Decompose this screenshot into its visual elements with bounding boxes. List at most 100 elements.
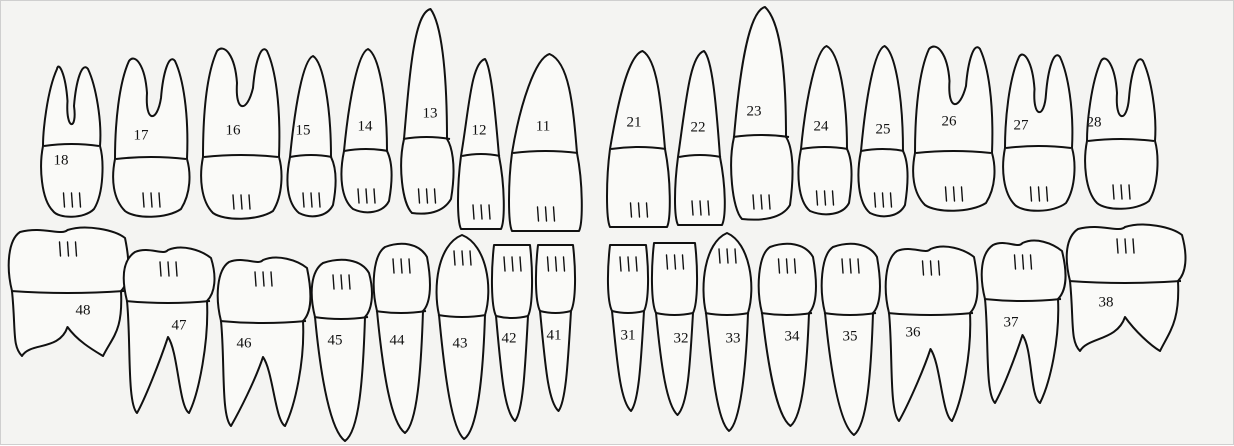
- tooth-37-ridge-1: [1023, 255, 1024, 269]
- tooth-32-ridge-1: [675, 255, 676, 269]
- tooth-46: 46: [218, 258, 311, 426]
- tooth-11-outline: [509, 54, 582, 231]
- tooth-18-number: 18: [54, 152, 69, 168]
- tooth-35-ridge-0: [842, 259, 843, 273]
- tooth-15-ridge-2: [319, 193, 320, 207]
- tooth-14-number: 14: [358, 118, 374, 134]
- tooth-23-ridge-0: [753, 195, 754, 209]
- tooth-38: 38: [1067, 225, 1186, 351]
- tooth-21-number: 21: [627, 114, 642, 130]
- tooth-17-ridge-0: [143, 193, 144, 207]
- tooth-47: 47: [124, 248, 215, 413]
- tooth-14-ridge-1: [366, 189, 367, 203]
- tooth-45-ridge-2: [349, 275, 350, 289]
- tooth-33-ridge-2: [735, 249, 736, 263]
- tooth-24-ridge-2: [833, 191, 834, 205]
- tooth-48-ridge-2: [76, 242, 77, 256]
- tooth-36-number: 36: [906, 324, 922, 340]
- tooth-34-ridge-2: [795, 259, 796, 273]
- tooth-44-number: 44: [390, 332, 406, 348]
- tooth-38-ridge-1: [1125, 239, 1126, 253]
- tooth-24-ridge-0: [817, 191, 818, 205]
- tooth-26-ridge-0: [946, 187, 947, 201]
- tooth-14-ridge-2: [374, 189, 375, 203]
- tooth-42-ridge-0: [504, 257, 505, 271]
- tooth-12-ridge-0: [473, 205, 474, 219]
- tooth-41-ridge-1: [556, 257, 557, 271]
- tooth-34-ridge-0: [779, 259, 780, 273]
- tooth-12-outline: [458, 59, 504, 229]
- tooth-22-outline: [675, 51, 725, 225]
- tooth-16-ridge-1: [241, 195, 242, 209]
- tooth-33-ridge-1: [727, 249, 728, 263]
- tooth-46-ridge-2: [271, 272, 272, 286]
- tooth-34: 34: [759, 244, 816, 426]
- tooth-45: 45: [312, 260, 372, 441]
- tooth-34-ridge-1: [787, 259, 788, 273]
- tooth-33-ridge-0: [719, 249, 720, 263]
- tooth-23-ridge-2: [769, 195, 770, 209]
- tooth-46-number: 46: [237, 335, 253, 351]
- tooth-22-ridge-2: [708, 201, 709, 215]
- tooth-33-number: 33: [726, 330, 741, 346]
- tooth-32-ridge-0: [667, 255, 668, 269]
- tooth-16-ridge-0: [233, 195, 234, 209]
- tooth-34-number: 34: [785, 328, 801, 344]
- tooth-48-ridge-0: [60, 242, 61, 256]
- tooth-16-ridge-2: [249, 195, 250, 209]
- tooth-37-ridge-0: [1015, 255, 1016, 269]
- tooth-18: 18: [41, 67, 102, 217]
- tooth-17-ridge-1: [151, 193, 152, 207]
- tooth-43-ridge-2: [470, 251, 471, 265]
- tooth-13-number: 13: [423, 105, 438, 121]
- tooth-21-ridge-1: [639, 203, 640, 217]
- tooth-27-ridge-2: [1047, 187, 1048, 201]
- tooth-32-ridge-2: [683, 255, 684, 269]
- tooth-43-ridge-0: [454, 251, 455, 265]
- tooth-23-number: 23: [747, 103, 762, 119]
- tooth-45-ridge-1: [341, 275, 342, 289]
- tooth-42-number: 42: [502, 330, 517, 346]
- tooth-46-ridge-1: [263, 272, 264, 286]
- tooth-23-outline: [731, 7, 792, 220]
- tooth-12-ridge-2: [489, 205, 490, 219]
- tooth-35-ridge-1: [850, 259, 851, 273]
- tooth-36-ridge-0: [923, 261, 924, 275]
- tooth-18-ridge-2: [80, 193, 81, 207]
- tooth-18-ridge-0: [64, 193, 65, 207]
- tooth-31: 31: [608, 245, 648, 411]
- tooth-46-ridge-0: [255, 272, 256, 286]
- tooth-35-ridge-2: [858, 259, 859, 273]
- tooth-22-ridge-1: [700, 201, 701, 215]
- tooth-41-number: 41: [547, 327, 562, 343]
- tooth-11-ridge-2: [554, 207, 555, 221]
- tooth-25-ridge-2: [891, 193, 892, 207]
- tooth-31-ridge-2: [636, 257, 637, 271]
- tooth-48-ridge-1: [68, 242, 69, 256]
- tooth-45-number: 45: [328, 332, 343, 348]
- tooth-42-ridge-1: [512, 257, 513, 271]
- tooth-42-ridge-2: [520, 257, 521, 271]
- tooth-43-number: 43: [453, 335, 468, 351]
- tooth-11-ridge-0: [538, 207, 539, 221]
- tooth-38-ridge-2: [1133, 239, 1134, 253]
- tooth-17: 17: [113, 59, 189, 217]
- tooth-26-number: 26: [942, 113, 958, 129]
- tooth-21-ridge-2: [647, 203, 648, 217]
- tooth-28-number: 28: [1087, 114, 1102, 130]
- tooth-18-ridge-1: [72, 193, 73, 207]
- tooth-24-number: 24: [814, 118, 830, 134]
- tooth-35: 35: [822, 244, 880, 435]
- tooth-25-ridge-1: [883, 193, 884, 207]
- tooth-33: 33: [704, 233, 752, 431]
- tooth-47-ridge-1: [168, 262, 169, 276]
- tooth-17-number: 17: [134, 127, 150, 143]
- tooth-16-number: 16: [226, 122, 242, 138]
- tooth-15: 15: [287, 56, 335, 216]
- tooth-28-ridge-1: [1121, 185, 1122, 199]
- tooth-12-number: 12: [472, 122, 487, 138]
- tooth-27: 27: [1003, 55, 1074, 211]
- tooth-47-number: 47: [172, 317, 188, 333]
